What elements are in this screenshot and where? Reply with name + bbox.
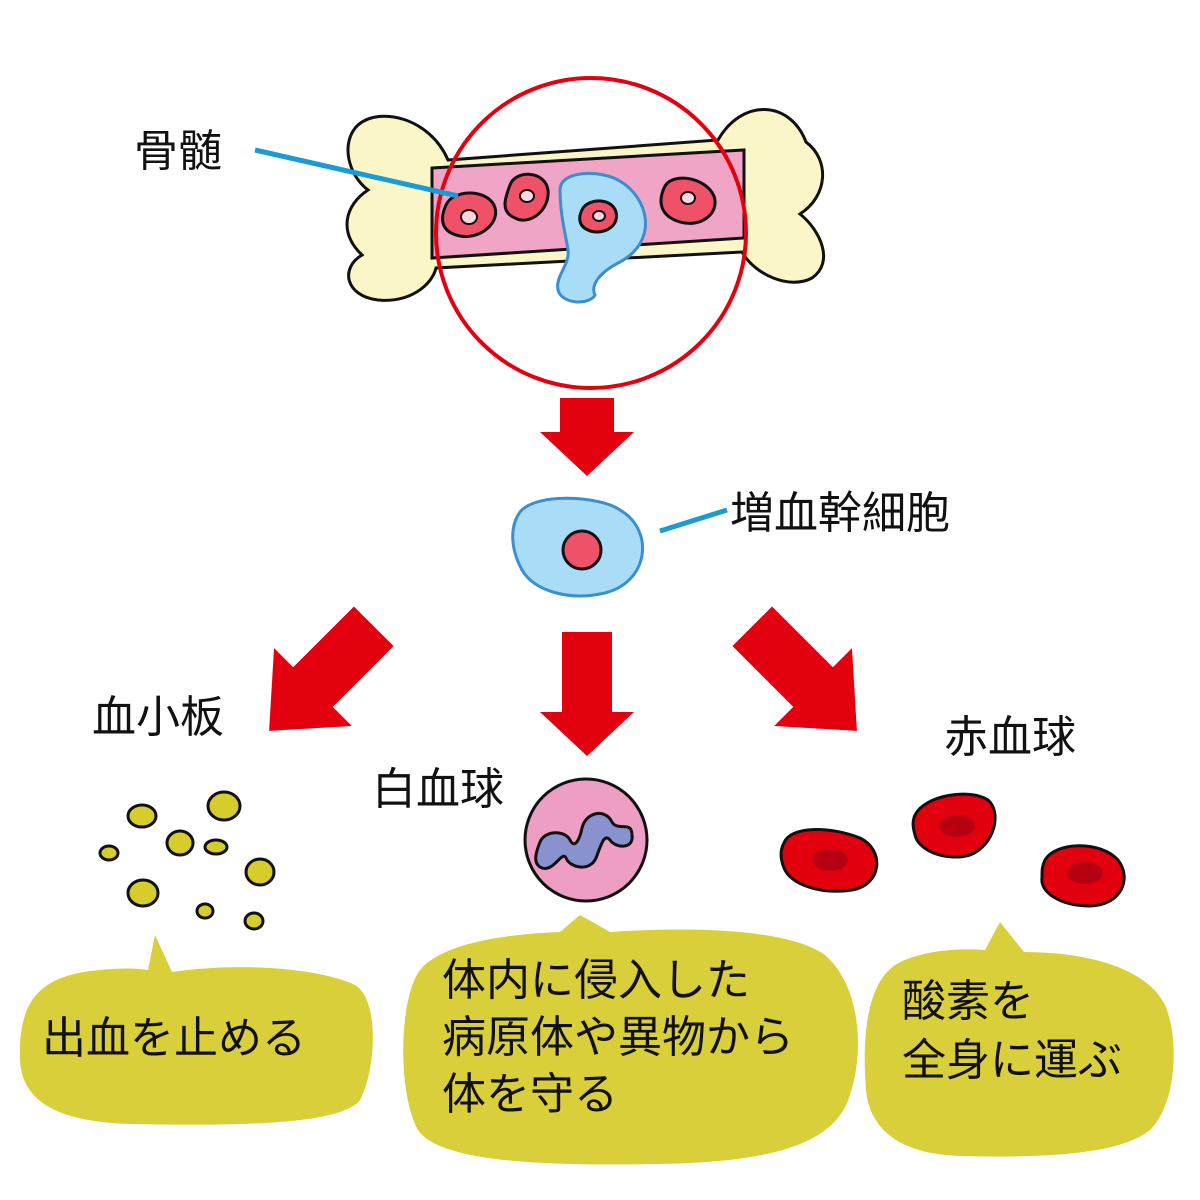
marrow-red-cell [503, 172, 550, 222]
bone-illustration [345, 108, 825, 304]
stem-cell-nucleus [561, 529, 603, 571]
bubble-line: 病原体や異物から [442, 1012, 794, 1064]
bubble-line: 体内に侵入した [442, 955, 750, 1006]
bubble-line: 体を守る [442, 1069, 618, 1121]
platelet-bubble [19, 935, 373, 1125]
white-blood-cell-nucleus [534, 812, 634, 870]
white-blood-cell-function-text: 体内に侵入した 病原体や異物から 体を守る [442, 952, 794, 1124]
bubble-line: 出血を止める [42, 1013, 306, 1064]
platelet [165, 829, 195, 857]
stem-cell-callout-line [659, 507, 728, 534]
bone-marrow-callout-line [254, 147, 459, 199]
bubble-line: 全身に運ぶ [902, 1035, 1122, 1087]
red-blood-cell-label: 赤血球 [944, 712, 1076, 763]
red-blood-cell [1040, 844, 1126, 908]
platelet [244, 857, 276, 887]
bubble-line: 酸素を [902, 976, 1034, 1027]
platelets [98, 790, 276, 931]
white-blood-cell-label: 白血球 [372, 764, 504, 815]
red-blood-cell [779, 828, 879, 893]
white-blood-cell-bubble [403, 915, 858, 1165]
arrow-down-to-stem-cell [540, 398, 634, 476]
marrow-stem-cell [556, 171, 647, 304]
stem-cell [511, 496, 644, 598]
stem-cell-label: 増血幹細胞 [730, 488, 950, 539]
red-blood-cell-function-text: 酸素を 全身に運ぶ [902, 972, 1122, 1091]
platelet-label: 血小板 [92, 692, 224, 743]
platelet [98, 844, 120, 862]
red-blood-cell-bubble [864, 922, 1174, 1157]
bone-marrow-label: 骨髄 [134, 126, 222, 177]
white-blood-cell [523, 777, 649, 903]
marrow-red-cell [441, 191, 498, 239]
marrow-red-cell [659, 176, 717, 225]
zoom-circle [434, 76, 748, 390]
platelet [203, 838, 229, 856]
arrow-to-platelet [269, 606, 394, 731]
platelet [206, 790, 242, 822]
platelet-function-text: 出血を止める [42, 1011, 306, 1066]
platelet [126, 803, 158, 829]
platelet [243, 911, 265, 931]
red-blood-cell [911, 792, 997, 859]
platelet [195, 902, 215, 920]
arrow-to-red-blood-cell [732, 606, 857, 731]
arrow-to-white-blood-cell [540, 632, 634, 756]
platelet [126, 878, 160, 908]
